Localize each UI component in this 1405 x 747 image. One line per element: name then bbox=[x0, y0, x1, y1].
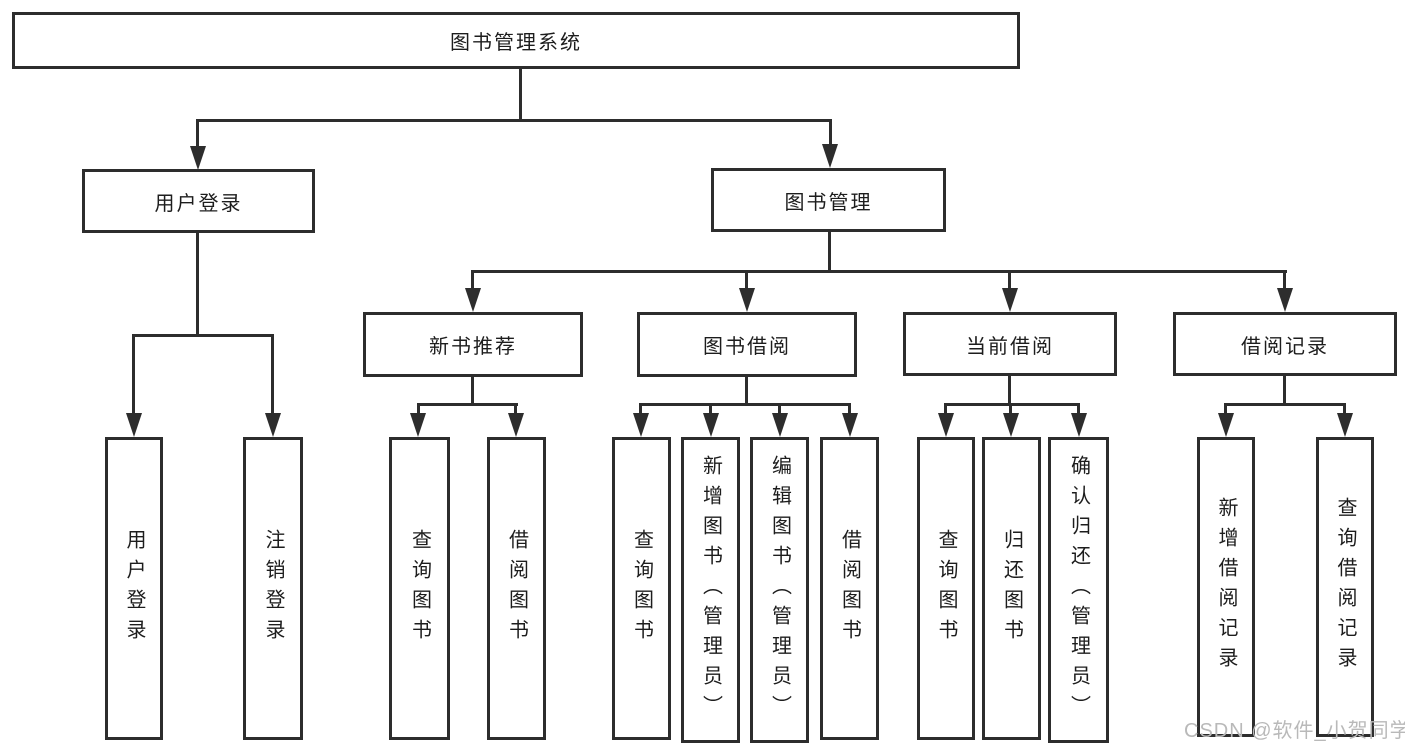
arrow-down-icon bbox=[842, 413, 858, 437]
node-label: 图书管理 bbox=[784, 191, 873, 214]
connector-vline bbox=[471, 270, 474, 290]
connector-vline bbox=[1008, 270, 1011, 290]
leaf-label: 归还图书 bbox=[1000, 528, 1023, 649]
leaf-label: 编辑图书（管理员） bbox=[768, 455, 791, 725]
leaf-query-borrow-record: 查询借阅记录 bbox=[1316, 437, 1374, 737]
csdn-watermark: CSDN @软件_小贺同学 bbox=[1184, 720, 1405, 742]
leaf-add-borrow-record: 新增借阅记录 bbox=[1197, 437, 1255, 737]
node-label: 当前借阅 bbox=[966, 335, 1054, 358]
leaf-label: 借阅图书 bbox=[505, 528, 528, 649]
connector-vline bbox=[1224, 403, 1227, 415]
connector-hline bbox=[132, 334, 274, 337]
node-current-borrowing: 当前借阅 bbox=[903, 312, 1117, 376]
connector-vline bbox=[1009, 403, 1012, 415]
connector-vline bbox=[514, 403, 517, 415]
arrow-down-icon bbox=[633, 413, 649, 437]
leaf-label: 查询图书 bbox=[935, 528, 957, 649]
node-book-management: 图书管理 bbox=[711, 168, 946, 232]
connector-vline bbox=[519, 68, 522, 121]
connector-vline bbox=[944, 403, 947, 415]
leaf-label: 查询图书 bbox=[408, 528, 431, 649]
arrow-down-icon bbox=[265, 413, 281, 437]
arrow-down-icon bbox=[126, 413, 142, 437]
connector-vline bbox=[196, 119, 199, 148]
connector-hline bbox=[471, 270, 1287, 273]
connector-hline bbox=[1224, 403, 1346, 406]
arrow-down-icon bbox=[739, 288, 755, 312]
leaf-query-books-borrowing: 查询图书 bbox=[612, 437, 671, 740]
leaf-label: 新增图书（管理员） bbox=[699, 455, 722, 725]
node-label: 用户登录 bbox=[154, 192, 243, 215]
connector-hline bbox=[639, 403, 851, 406]
arrow-down-icon bbox=[410, 413, 426, 437]
arrow-down-icon bbox=[190, 146, 206, 170]
arrow-down-icon bbox=[508, 413, 524, 437]
connector-hline bbox=[944, 403, 1080, 406]
leaf-label: 确认归还（管理员） bbox=[1067, 455, 1090, 725]
connector-vline bbox=[745, 270, 748, 290]
arrow-down-icon bbox=[1277, 288, 1293, 312]
arrow-down-icon bbox=[1002, 288, 1018, 312]
leaf-edit-books-admin: 编辑图书（管理员） bbox=[750, 437, 809, 743]
connector-vline bbox=[1008, 375, 1011, 406]
leaf-label: 用户登录 bbox=[123, 528, 145, 649]
leaf-borrow-books-borrowing: 借阅图书 bbox=[820, 437, 879, 740]
arrow-down-icon bbox=[1003, 413, 1019, 437]
leaf-query-books-current: 查询图书 bbox=[917, 437, 975, 740]
arrow-down-icon bbox=[1071, 413, 1087, 437]
connector-vline bbox=[639, 403, 642, 415]
leaf-label: 新增借阅记录 bbox=[1215, 497, 1237, 677]
node-library-management-system: 图书管理系统 bbox=[12, 12, 1020, 69]
node-new-book-recommend: 新书推荐 bbox=[363, 312, 583, 377]
connector-vline bbox=[271, 334, 274, 415]
leaf-label: 查询图书 bbox=[630, 528, 653, 649]
arrow-down-icon bbox=[1337, 413, 1353, 437]
node-label: 图书管理系统 bbox=[450, 32, 582, 54]
connector-hline bbox=[417, 403, 518, 406]
connector-hline bbox=[196, 119, 832, 122]
connector-vline bbox=[745, 376, 748, 406]
connector-vline bbox=[417, 403, 420, 415]
leaf-user-login: 用户登录 bbox=[105, 437, 163, 740]
leaf-query-books-recommend: 查询图书 bbox=[389, 437, 450, 740]
connector-vline bbox=[829, 119, 832, 146]
arrow-down-icon bbox=[938, 413, 954, 437]
connector-vline bbox=[709, 403, 712, 415]
connector-vline bbox=[1283, 270, 1286, 290]
connector-vline bbox=[1077, 403, 1080, 415]
arrow-down-icon bbox=[822, 144, 838, 168]
node-user-login: 用户登录 bbox=[82, 169, 315, 233]
leaf-label: 注销登录 bbox=[262, 528, 284, 649]
node-book-borrowing: 图书借阅 bbox=[637, 312, 857, 377]
leaf-add-books-admin: 新增图书（管理员） bbox=[681, 437, 740, 743]
connector-vline bbox=[828, 231, 831, 273]
connector-vline bbox=[196, 232, 199, 337]
node-borrow-records: 借阅记录 bbox=[1173, 312, 1397, 376]
node-label: 新书推荐 bbox=[429, 336, 517, 358]
connector-vline bbox=[848, 403, 851, 415]
leaf-borrow-books-recommend: 借阅图书 bbox=[487, 437, 546, 740]
leaf-return-books: 归还图书 bbox=[982, 437, 1041, 740]
connector-vline bbox=[1343, 403, 1346, 415]
leaf-confirm-return-admin: 确认归还（管理员） bbox=[1048, 437, 1109, 743]
node-label: 图书借阅 bbox=[703, 336, 791, 358]
arrow-down-icon bbox=[465, 288, 481, 312]
node-label: 借阅记录 bbox=[1241, 335, 1329, 358]
arrow-down-icon bbox=[703, 413, 719, 437]
arrow-down-icon bbox=[772, 413, 788, 437]
connector-vline bbox=[471, 376, 474, 406]
leaf-label: 借阅图书 bbox=[838, 528, 861, 649]
connector-vline bbox=[132, 334, 135, 415]
leaf-label: 查询借阅记录 bbox=[1334, 497, 1356, 677]
arrow-down-icon bbox=[1218, 413, 1234, 437]
connector-vline bbox=[1283, 375, 1286, 406]
connector-vline bbox=[778, 403, 781, 415]
leaf-logout: 注销登录 bbox=[243, 437, 303, 740]
